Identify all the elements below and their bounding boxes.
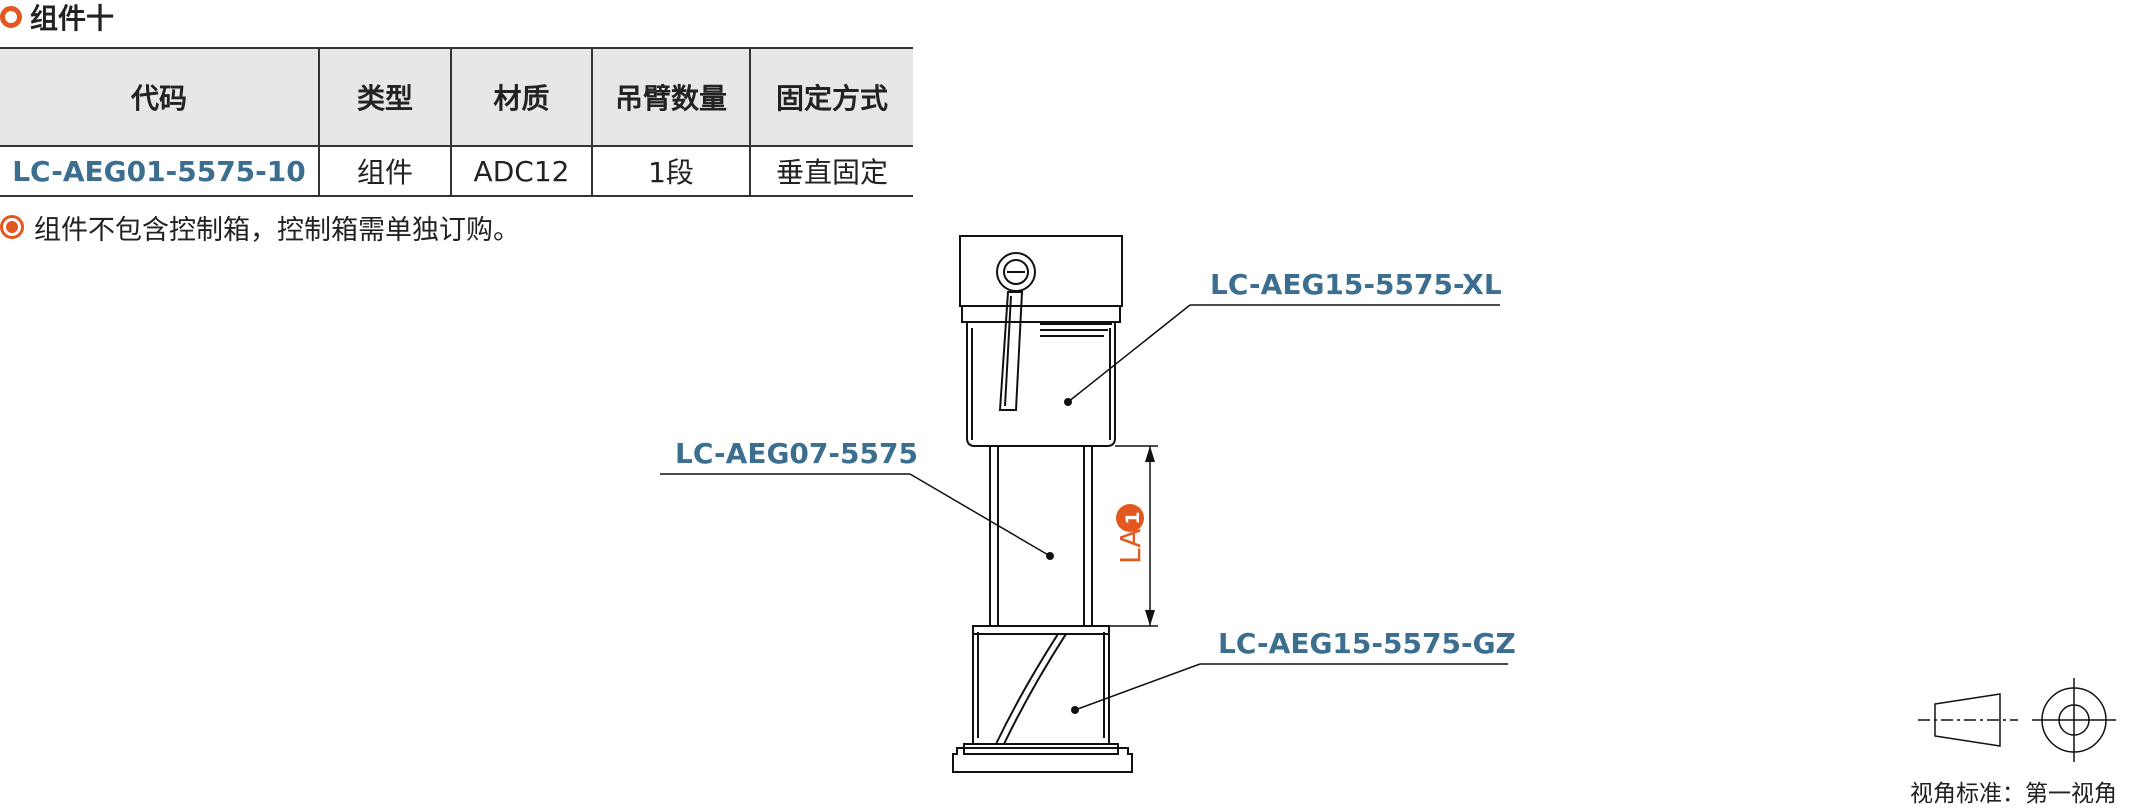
section-title-text: 组件十 (30, 2, 115, 35)
dimension-badge-text: 1 (1122, 511, 1144, 524)
table-row: LC-AEG01-5575-10 组件 ADC12 1段 垂直固定 (0, 146, 913, 197)
base-plate (952, 747, 1133, 773)
top-flange (961, 305, 1121, 323)
cell-material: ADC12 (450, 146, 592, 197)
dimension-la-text: LA (1114, 529, 1147, 564)
label-top-part: LC-AEG15-5575-XL (1210, 268, 1502, 301)
lower-housing (972, 625, 1110, 745)
dimension-la (1092, 445, 1158, 627)
header-code: 代码 (0, 47, 319, 147)
label-bottom-part: LC-AEG15-5575-GZ (1218, 627, 1516, 660)
upper-body (966, 322, 1116, 447)
section-title: 组件十 (0, 0, 115, 35)
table-header-row: 代码 类型 材质 吊臂数量 固定方式 (0, 47, 913, 147)
cell-mount: 垂直固定 (749, 146, 913, 197)
cell-arm-count: 1段 (591, 146, 750, 197)
view-standard-label: 视角标准：第一视角 (1910, 781, 2117, 807)
lever-handle (998, 291, 1024, 411)
circle-bullet-icon (0, 6, 22, 28)
top-housing (959, 235, 1123, 307)
header-type: 类型 (318, 47, 451, 147)
dimension-badge-icon (1116, 504, 1144, 532)
header-mount: 固定方式 (749, 47, 913, 147)
header-material: 材质 (450, 47, 592, 147)
header-arm-count: 吊臂数量 (591, 47, 750, 147)
spec-table: 代码 类型 材质 吊臂数量 固定方式 LC-AEG01-5575-10 组件 A… (0, 47, 913, 197)
note-text: 组件不包含控制箱，控制箱需单独订购。 (34, 214, 520, 246)
target-bullet-icon (0, 215, 24, 239)
label-middle-part: LC-AEG07-5575 (675, 437, 918, 470)
cell-type: 组件 (318, 146, 451, 197)
first-angle-projection-icon (1918, 678, 2116, 762)
cell-code[interactable]: LC-AEG01-5575-10 (0, 146, 319, 197)
note: 组件不包含控制箱，控制箱需单独订购。 (0, 210, 520, 246)
middle-tube (989, 445, 1093, 627)
